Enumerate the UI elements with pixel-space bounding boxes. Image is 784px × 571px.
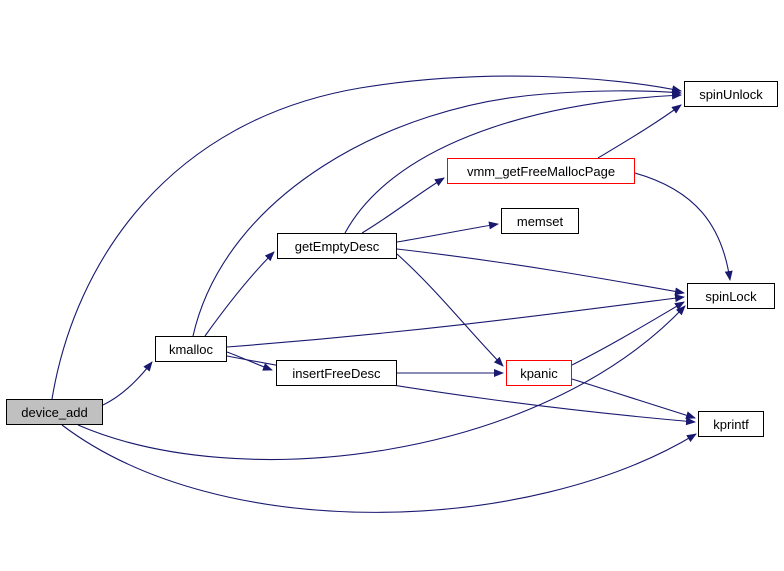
call-edge-vmm_getFreeMallocPage-to-spinLock [634,172,733,281]
graph-node-device_add[interactable]: device_add [6,399,103,425]
call-edge-kmalloc-to-spinUnlock [192,88,682,337]
graph-node-spinLock[interactable]: spinLock [687,283,775,309]
call-edge-device_add-to-kmalloc [102,361,153,406]
graph-node-insertFreeDesc[interactable]: insertFreeDesc [276,360,397,386]
call-edge-kmalloc-to-getEmptyDesc [204,251,275,337]
call-edge-device_add-to-kprintf [61,424,697,513]
call-edge-device_add-to-spinLock [77,305,686,461]
call-edge-kpanic-to-spinLock [571,301,685,366]
graph-node-kprintf[interactable]: kprintf [698,411,764,437]
call-edge-getEmptyDesc-to-spinLock [396,248,685,296]
call-edge-kpanic-to-kprintf [571,378,696,420]
call-edge-kmalloc-to-spinLock [226,294,685,348]
graph-node-spinUnlock[interactable]: spinUnlock [684,81,778,107]
graph-node-vmm_getFreeMallocPage[interactable]: vmm_getFreeMallocPage [447,158,635,184]
call-edge-getEmptyDesc-to-kpanic [396,253,504,367]
call-edge-kmalloc-to-insertFreeDesc [226,351,273,371]
call-edge-getEmptyDesc-to-memset [396,221,499,243]
graph-node-getEmptyDesc[interactable]: getEmptyDesc [277,233,397,259]
call-edge-vmm_getFreeMallocPage-to-spinUnlock [597,104,682,159]
call-edge-device_add-to-spinUnlock [51,75,682,400]
graph-node-kpanic[interactable]: kpanic [506,360,572,386]
call-edge-getEmptyDesc-to-spinUnlock [344,91,682,234]
call-edges [51,75,733,513]
graph-node-kmalloc[interactable]: kmalloc [155,336,227,362]
graph-node-memset[interactable]: memset [501,208,579,234]
call-edge-getEmptyDesc-to-vmm_getFreeMallocPage [361,177,445,234]
